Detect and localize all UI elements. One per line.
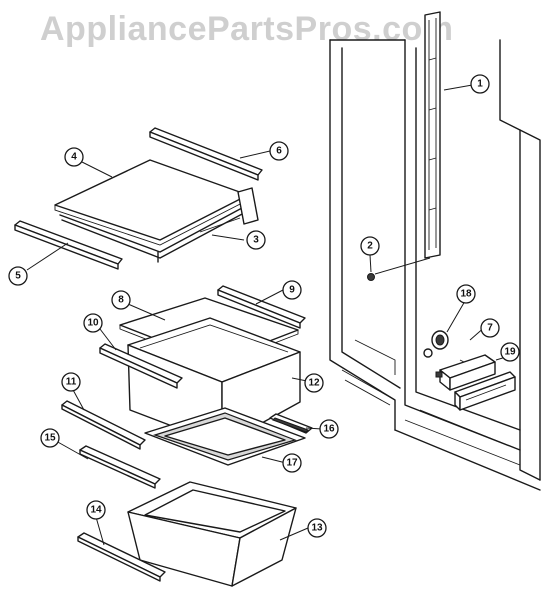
thermostat-knob [423, 330, 449, 358]
svg-text:10: 10 [87, 318, 99, 329]
glass-shelf [54, 159, 249, 246]
callout-1: 1 [470, 74, 490, 94]
shelf-frame [59, 187, 259, 263]
crisper-drawer-pan [127, 481, 297, 587]
callout-19: 19 [500, 342, 520, 362]
svg-text:4: 4 [71, 152, 77, 163]
callout-5: 5 [8, 266, 28, 286]
svg-text:11: 11 [66, 377, 77, 388]
callout-15: 15 [40, 428, 60, 448]
svg-text:18: 18 [460, 289, 472, 300]
callout-13: 13 [307, 518, 327, 538]
crisper-rear-trim [217, 285, 306, 329]
rail-screw [367, 257, 431, 281]
left-side-trim [61, 400, 146, 450]
drawer-bottom-trim [77, 532, 166, 582]
callout-17: 17 [282, 453, 302, 473]
callout-10: 10 [83, 313, 103, 333]
front-shelf-trim [14, 220, 123, 270]
shelf-ladder-rail [424, 11, 441, 259]
refrigerator-cabinet [329, 39, 541, 491]
callout-7: 7 [480, 318, 500, 338]
svg-text:14: 14 [90, 505, 102, 516]
callout-3: 3 [246, 230, 266, 250]
svg-text:12: 12 [308, 378, 320, 389]
svg-text:17: 17 [286, 458, 298, 469]
drawer-support-tray [144, 407, 306, 466]
svg-text:8: 8 [118, 295, 124, 306]
callout-16: 16 [319, 419, 339, 439]
crisper-control-slide [454, 371, 516, 411]
svg-text:19: 19 [504, 347, 516, 358]
callout-8: 8 [111, 290, 131, 310]
callout-9: 9 [282, 280, 302, 300]
svg-text:7: 7 [487, 323, 493, 334]
svg-text:15: 15 [44, 433, 56, 444]
svg-text:6: 6 [276, 146, 282, 157]
watermark-logo-text: AppliancePartsPros.com [40, 10, 454, 48]
callout-4: 4 [64, 147, 84, 167]
callout-leaders [26, 83, 507, 546]
svg-text:5: 5 [15, 271, 21, 282]
callout-11: 11 [61, 372, 81, 392]
crisper-front-trim [99, 343, 183, 389]
svg-text:1: 1 [477, 79, 483, 90]
callout-12: 12 [304, 373, 324, 393]
svg-text:3: 3 [253, 235, 259, 246]
svg-text:2: 2 [367, 241, 373, 252]
control-housing [435, 354, 496, 391]
lower-front-trim [79, 445, 161, 489]
svg-text:16: 16 [323, 424, 335, 435]
svg-text:13: 13 [311, 523, 323, 534]
callout-14: 14 [86, 500, 106, 520]
callout-6: 6 [269, 141, 289, 161]
svg-text:9: 9 [289, 285, 295, 296]
rear-shelf-trim [149, 127, 263, 181]
callout-18: 18 [456, 284, 476, 304]
callout-2: 2 [360, 236, 380, 256]
